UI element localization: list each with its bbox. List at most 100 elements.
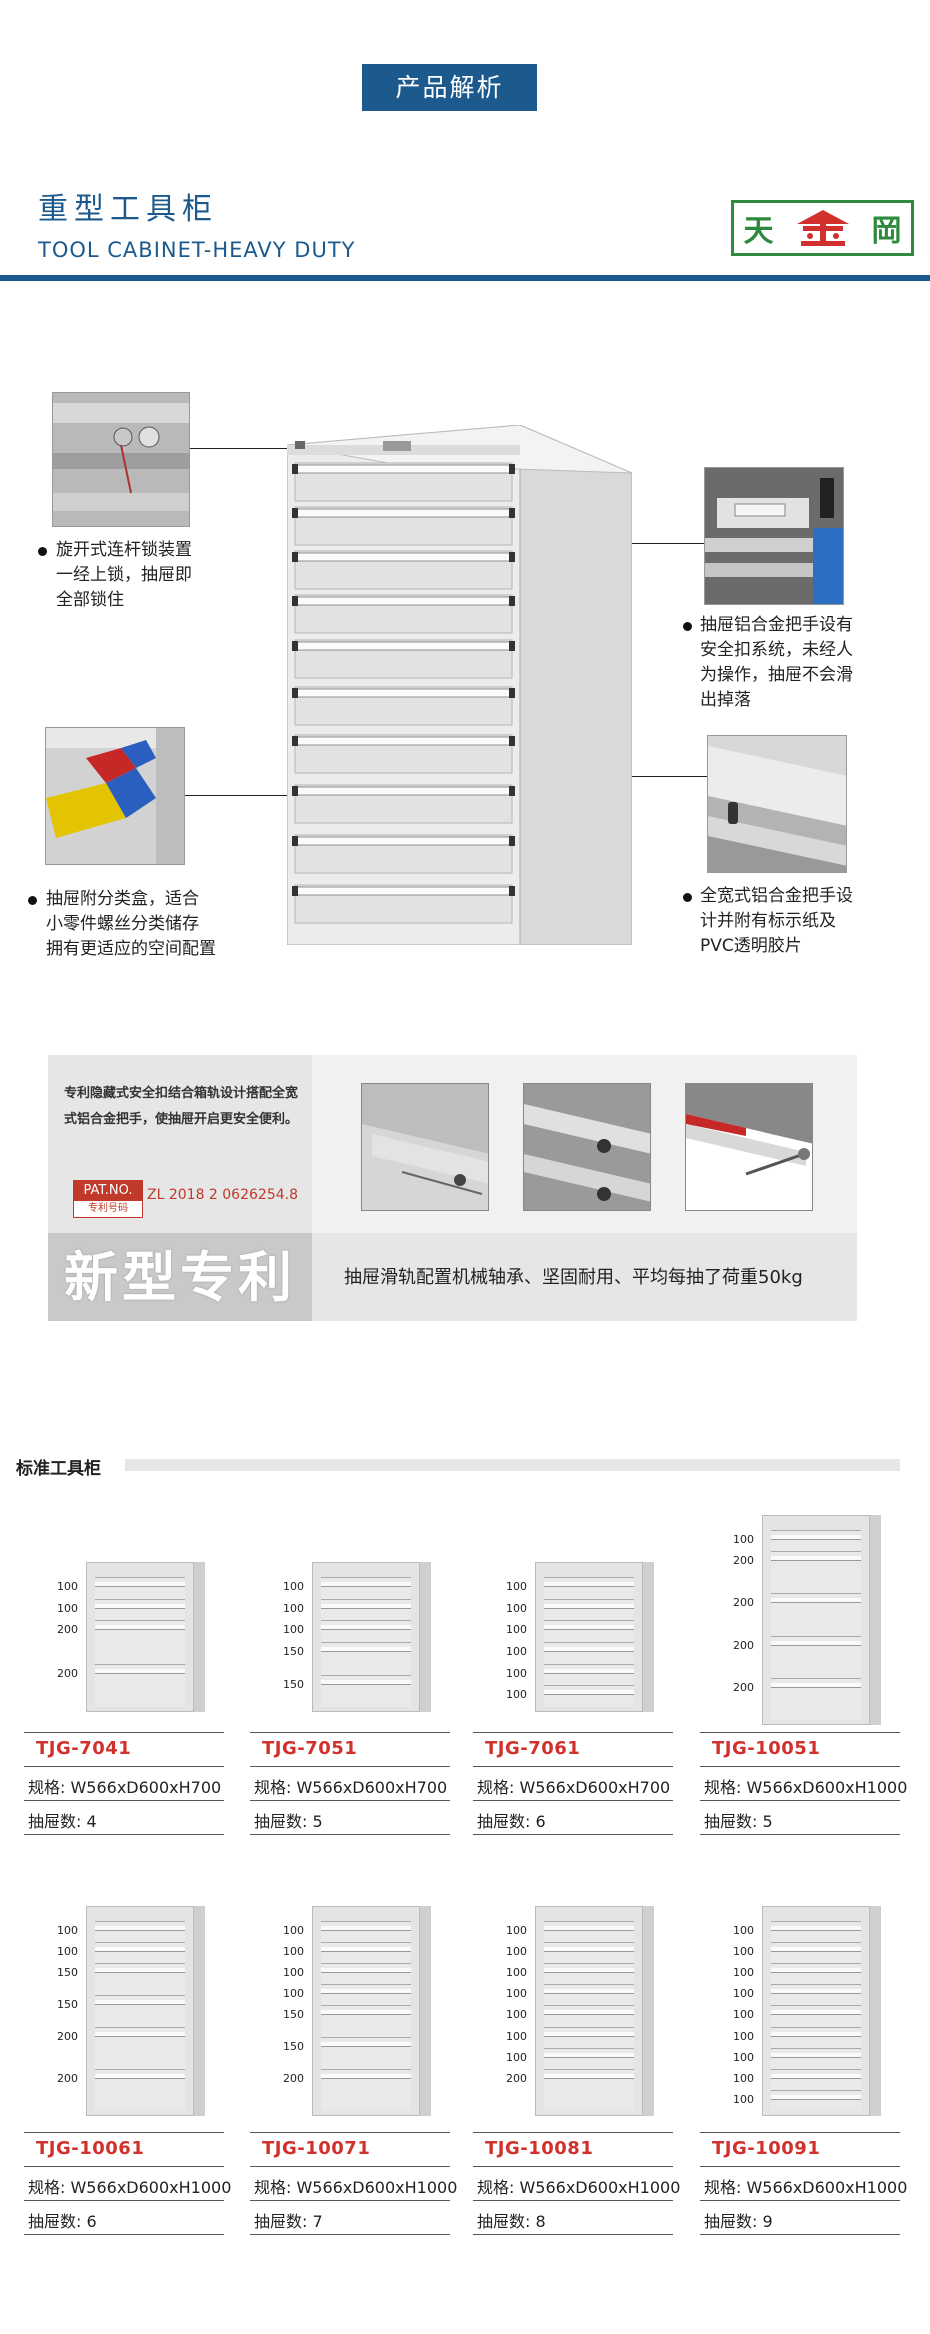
product-model[interactable]: TJG-10061 <box>36 2138 145 2159</box>
card-divider <box>250 1732 450 1733</box>
cabinet-drawer <box>771 1593 861 1636</box>
drawer-height-label: 150 <box>57 1966 78 1980</box>
drawer-handle <box>544 1582 634 1587</box>
drawer-height-label: 100 <box>506 1945 527 1959</box>
card-divider <box>24 1766 224 1767</box>
drawer-height-label: 100 <box>57 1945 78 1959</box>
drawer-handle <box>95 1603 185 1609</box>
card-divider <box>250 1834 450 1835</box>
drawer-height-label: 100 <box>733 1987 754 2001</box>
patent-info-panel: 专利隐藏式安全扣结合箱轨设计搭配全宽式铝合金把手，使抽屉开启更安全便利。 PAT… <box>48 1055 312 1321</box>
drawer-handle <box>771 2073 861 2079</box>
card-divider <box>24 1732 224 1733</box>
product-drawer-count: 抽屉数: 8 <box>477 2212 546 2231</box>
product-model[interactable]: TJG-7041 <box>36 1738 132 1759</box>
cabinet-drawer <box>544 1642 634 1664</box>
product-model[interactable]: TJG-10051 <box>712 1738 821 1759</box>
lock-detail-photo <box>52 392 190 527</box>
patent-number-badge: PAT.NO. 专利号码 <box>73 1180 143 1218</box>
drawer-height-label: 100 <box>506 1645 527 1658</box>
main-cabinet-drawer-handle <box>294 836 513 846</box>
product-model[interactable]: TJG-7061 <box>485 1738 581 1759</box>
product-spec: 规格: W566xD600xH1000 <box>28 2178 232 2197</box>
drawer-latch-icon <box>509 688 515 698</box>
drawer-height-label: 100 <box>57 1580 78 1593</box>
cabinet-illustration <box>312 1906 420 2116</box>
cabinet-drawer <box>95 1963 185 1995</box>
cabinet-drawer <box>321 2005 411 2038</box>
drawer-height-label: 200 <box>57 2071 78 2085</box>
cabinet-illustration <box>312 1562 420 1712</box>
drawer-handle <box>95 1968 185 1974</box>
drawer-height-label: 100 <box>57 1601 78 1615</box>
drawer-handle <box>95 1582 185 1587</box>
main-cabinet-illustration <box>287 425 632 945</box>
drawer-handle <box>771 1682 861 1688</box>
rail-detail-photo-1 <box>361 1083 489 1211</box>
drawer-handle <box>95 1947 185 1953</box>
drawer-height-label: 200 <box>57 1666 78 1680</box>
cabinet-drawer <box>544 1921 634 1943</box>
drawer-handle <box>321 1647 411 1652</box>
cabinet-drawer <box>771 1963 861 1985</box>
drawer-handle <box>771 2052 861 2058</box>
drawer-height-label: 200 <box>733 1596 754 1610</box>
patent-headline: 新型专利 <box>48 1233 312 1321</box>
product-drawer-count: 抽屉数: 7 <box>254 2212 323 2231</box>
drawer-latch-icon <box>509 736 515 746</box>
drawer-handle <box>544 1690 634 1696</box>
card-divider <box>473 2132 673 2133</box>
feature-lock-text: 旋开式连杆锁装置 一经上锁，抽屉即 全部锁住 <box>56 540 192 610</box>
card-divider <box>250 2200 450 2201</box>
drawer-latch-icon <box>509 786 515 796</box>
callout-line-organizer <box>185 795 345 796</box>
drawer-latch-icon <box>292 688 298 698</box>
drawer-height-label: 100 <box>733 1945 754 1959</box>
drawer-height-label: 150 <box>57 1997 78 2011</box>
cabinet-drawer <box>771 2089 861 2111</box>
product-model[interactable]: TJG-7051 <box>262 1738 358 1759</box>
cabinet-drawer <box>321 1942 411 1964</box>
drawer-height-label: 200 <box>57 2029 78 2043</box>
section-title-bar <box>125 1459 900 1471</box>
drawer-latch-icon <box>292 886 298 896</box>
drawer-handle <box>544 1668 634 1674</box>
drawer-handle <box>95 1926 185 1931</box>
product-model[interactable]: TJG-10091 <box>712 2138 821 2159</box>
main-cabinet-drawer-handle <box>294 596 513 606</box>
product-model[interactable]: TJG-10081 <box>485 2138 594 2159</box>
drawer-handle <box>544 1989 634 1995</box>
card-divider <box>250 2234 450 2235</box>
card-divider <box>700 2166 900 2167</box>
drawer-latch-icon <box>509 464 515 474</box>
card-divider <box>700 1800 900 1801</box>
product-model[interactable]: TJG-10071 <box>262 2138 371 2159</box>
drawer-latch-icon <box>509 886 515 896</box>
drawer-height-label: 200 <box>57 1623 78 1637</box>
bullet-dot <box>28 896 37 905</box>
main-cabinet-drawer-handle <box>294 886 513 896</box>
drawer-handle <box>771 2094 861 2100</box>
cabinet-drawer <box>321 1963 411 1985</box>
cabinet-drawer <box>771 2047 861 2069</box>
drawer-organizer-photo <box>45 727 185 865</box>
drawer-handle <box>321 1625 411 1631</box>
cabinet-drawer <box>321 1642 411 1675</box>
section-badge: 产品解析 <box>362 64 537 111</box>
drawer-latch-icon <box>292 596 298 606</box>
logo-emblem-icon <box>796 210 849 246</box>
drawer-height-label: 150 <box>283 1677 304 1691</box>
cabinet-drawer <box>771 1677 861 1720</box>
card-divider <box>700 1766 900 1767</box>
card-divider <box>473 2200 673 2201</box>
patno-label: PAT.NO. <box>74 1181 142 1201</box>
card-divider <box>473 2166 673 2167</box>
